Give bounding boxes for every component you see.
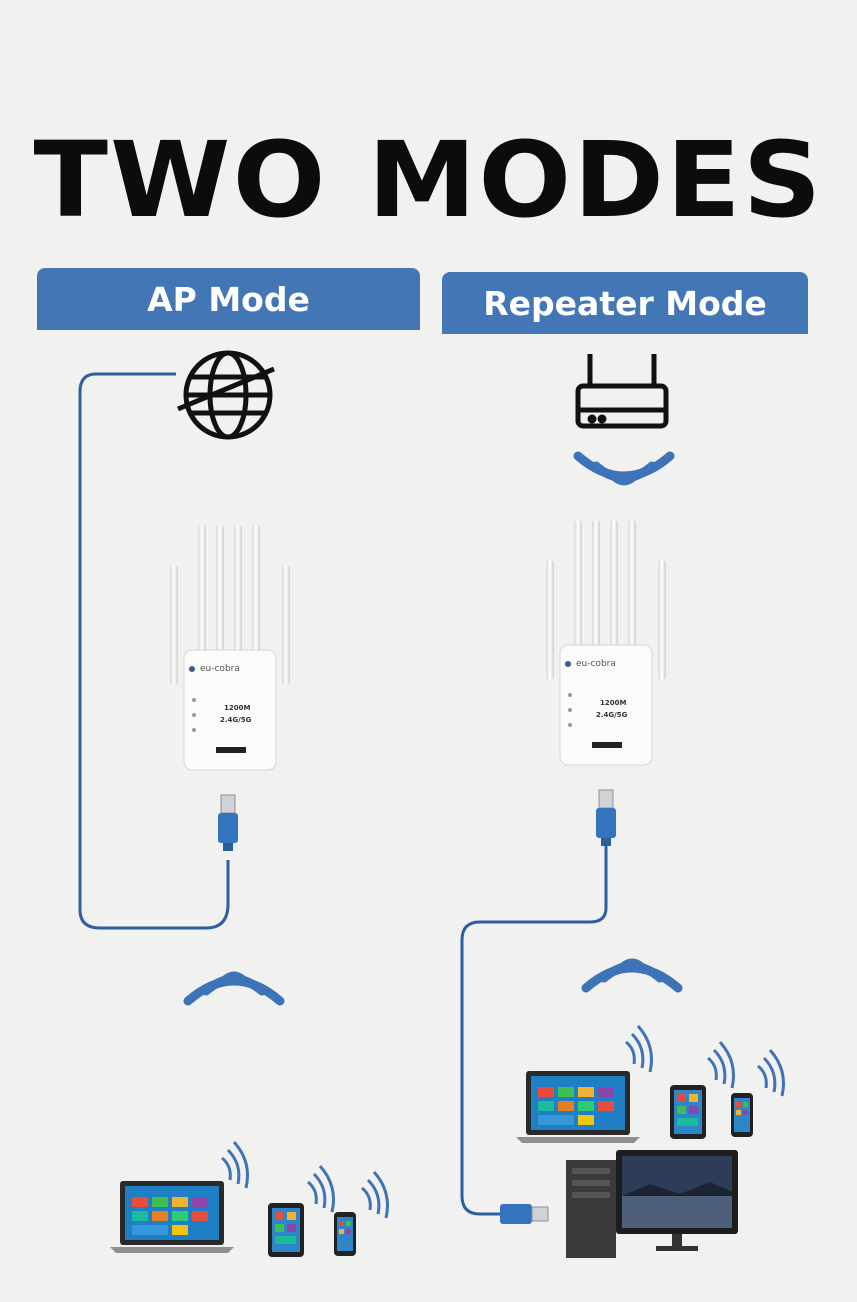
- wifi-icon: [624, 1024, 653, 1074]
- wifi-icon: [188, 976, 280, 1001]
- wifi-icon: [756, 1048, 785, 1098]
- wifi-icon: [360, 1170, 389, 1220]
- tablet-icon: [670, 1085, 706, 1139]
- globe-icon: [177, 350, 275, 440]
- wifi-icon: [578, 456, 670, 481]
- repeater-device-brand: eu-cobra: [576, 659, 616, 669]
- router-icon: [575, 354, 669, 429]
- ap-device-speed: 1200M: [224, 704, 250, 712]
- repeater-ethernet-plug: [595, 789, 617, 847]
- ap-mode-label: AP Mode: [147, 279, 310, 319]
- repeater-device-band: 2.4G/5G: [596, 711, 628, 719]
- desktop-tower-icon: [566, 1160, 616, 1258]
- wifi-icon: [586, 963, 678, 988]
- wifi-icon: [306, 1164, 335, 1214]
- ap-repeater-device: eu-cobra 1200M 2.4G/5G: [169, 524, 291, 771]
- phone-icon: [334, 1212, 356, 1256]
- monitor-icon: [616, 1150, 738, 1251]
- ap-ethernet-cable: [78, 372, 230, 930]
- ap-device-band: 2.4G/5G: [220, 716, 252, 724]
- repeater-ethernet-cable: [460, 846, 608, 1216]
- desktop-ethernet-plug: [500, 1204, 549, 1224]
- repeater-device-speed: 1200M: [600, 699, 626, 707]
- repeater-mode-label: Repeater Mode: [483, 283, 767, 323]
- laptop-icon: [110, 1181, 234, 1253]
- repeater-mode-device: eu-cobra 1200M 2.4G/5G: [545, 519, 667, 766]
- tablet-icon: [268, 1203, 304, 1257]
- ap-device-brand: eu-cobra: [200, 664, 240, 674]
- ap-ethernet-plug: [217, 794, 239, 852]
- page-title: TWO MODES: [33, 119, 824, 241]
- laptop-icon: [516, 1071, 640, 1143]
- wifi-icon: [706, 1040, 735, 1090]
- phone-icon: [731, 1093, 753, 1137]
- wifi-icon: [220, 1140, 249, 1190]
- repeater-mode-banner: Repeater Mode: [442, 272, 808, 334]
- ap-mode-banner: AP Mode: [37, 268, 420, 330]
